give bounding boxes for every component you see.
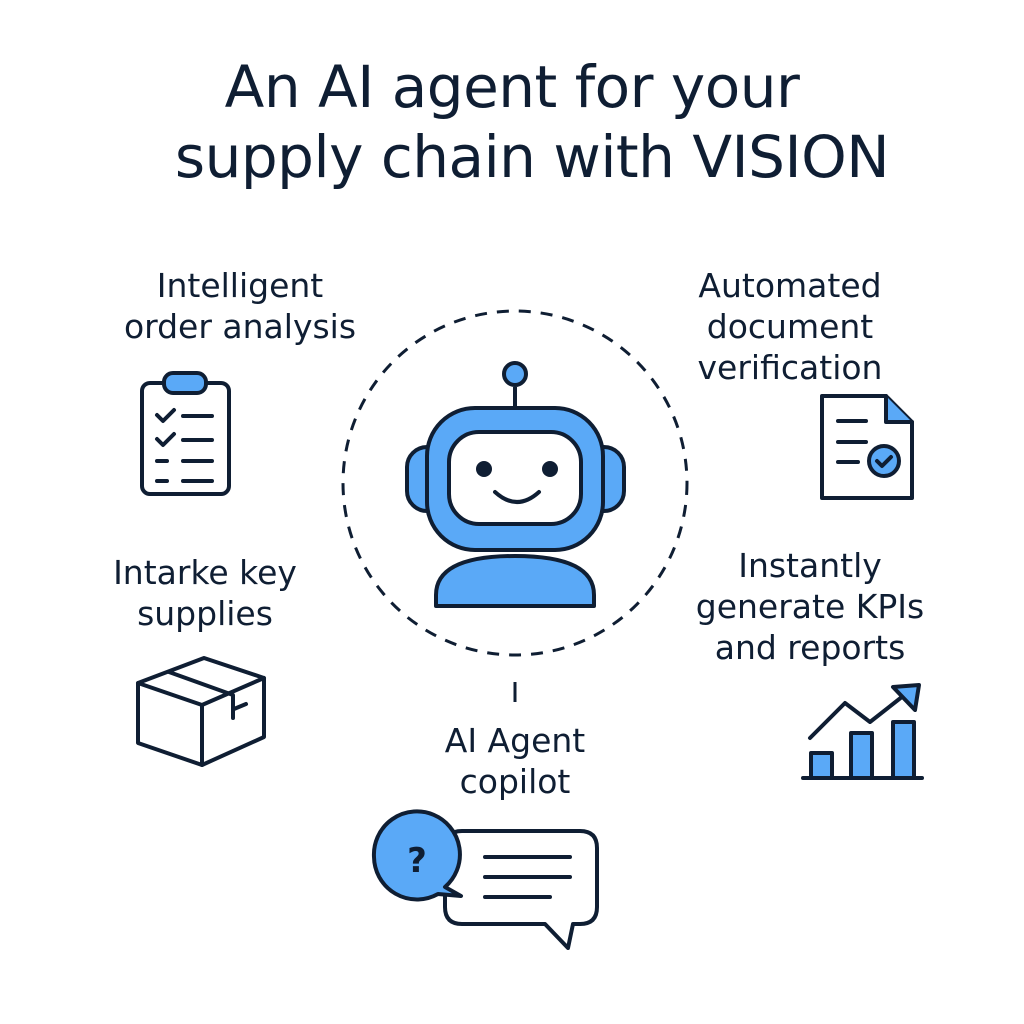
document-verification-label: Automated document verification	[640, 265, 940, 388]
kpis-reports-label: Instantly generate KPIs and reports	[660, 545, 960, 668]
order-analysis-label-line-1: Intelligent	[156, 266, 324, 305]
question-mark-glyph: ?	[407, 841, 427, 881]
document-check-icon	[820, 394, 914, 500]
box-icon	[136, 656, 266, 767]
title-line-1: An AI agent for your	[224, 53, 800, 121]
kpis-reports-label-line-1: Instantly	[738, 546, 882, 585]
key-supplies-label-line-1: Intarke key	[113, 553, 297, 592]
title-line-2: supply chain with VISION	[174, 123, 890, 191]
order-analysis-label-line-2: order analysis	[123, 307, 357, 346]
order-analysis-label: Intelligent order analysis	[60, 265, 420, 347]
robot-icon	[405, 361, 626, 608]
copilot-label-line-2: copilot	[459, 762, 571, 801]
kpis-reports-label-line-3: and reports	[714, 628, 906, 667]
page-title: An AI agent for your supply chain with V…	[0, 52, 1024, 192]
bar-chart-trend-icon	[801, 683, 924, 780]
clipboard-checklist-icon	[140, 371, 231, 496]
chat-question-icon: ?	[371, 809, 599, 950]
document-verification-label-line-1: Automated	[698, 266, 882, 305]
copilot-label: AI Agent copilot	[380, 720, 650, 802]
document-verification-label-line-2: document	[706, 307, 874, 346]
dashed-circle	[341, 309, 689, 657]
kpis-reports-label-line-2: generate KPIs	[695, 587, 925, 626]
document-verification-label-line-3: verification	[697, 348, 883, 387]
key-supplies-label: Intarke key supplies	[60, 552, 350, 634]
key-supplies-label-line-2: supplies	[137, 594, 273, 633]
copilot-label-line-1: AI Agent	[444, 721, 586, 760]
